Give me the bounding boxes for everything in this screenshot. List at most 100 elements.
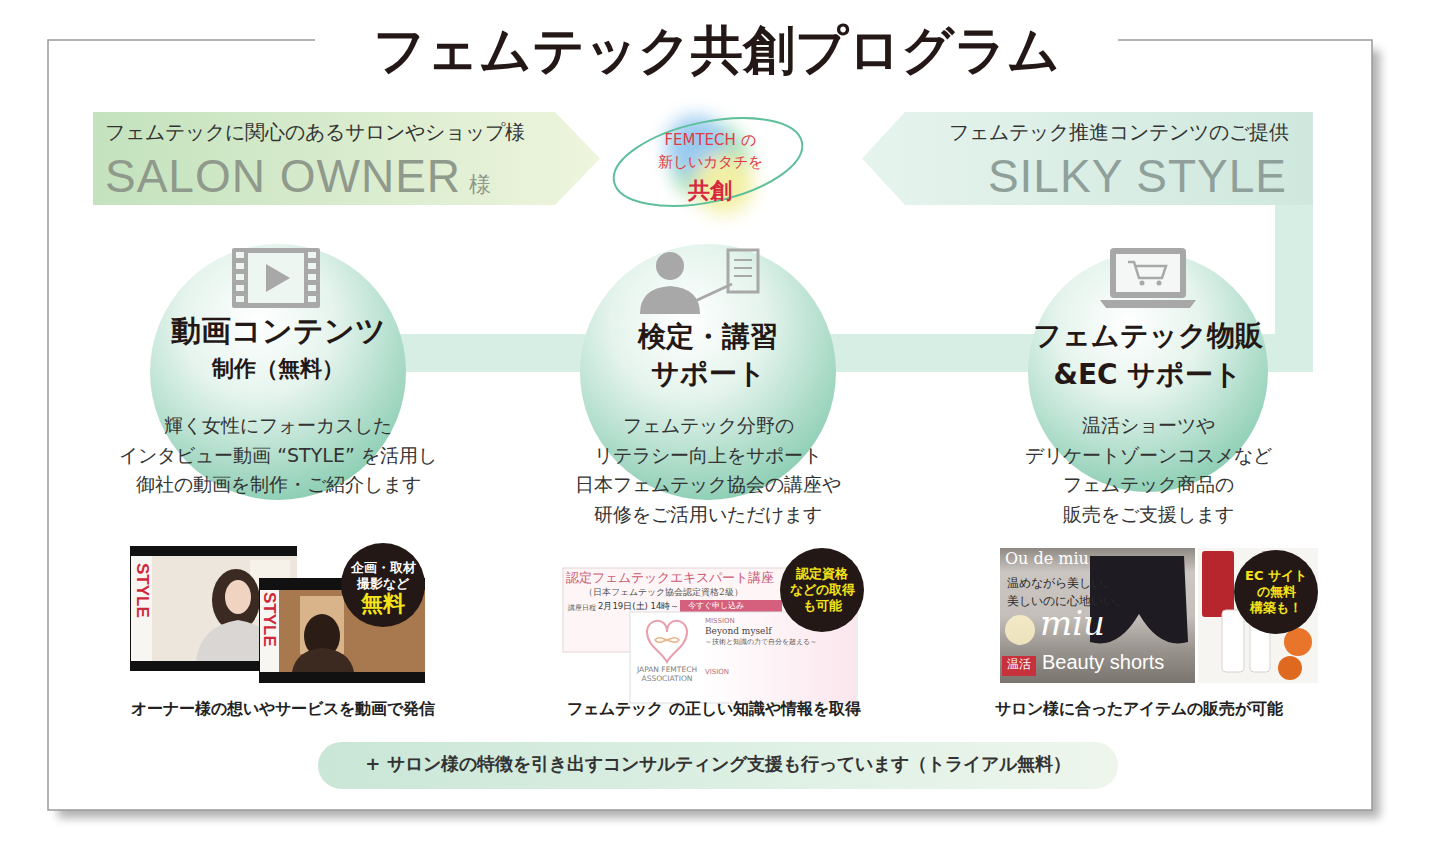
source-band: フェムテックに関心のあるサロンやショップ様SALON OWNER様 bbox=[93, 112, 600, 205]
circle-body: フェムテック分野の リテラシー向上をサポート 日本フェムテック協会の講座や 研修… bbox=[568, 411, 848, 529]
product-photo bbox=[1198, 548, 1318, 683]
band-heading: SILKY STYLE bbox=[882, 150, 1287, 203]
badge-circle-shape bbox=[341, 543, 425, 627]
video-thumbnail bbox=[260, 590, 425, 672]
photo-caption: サロン様に合ったアイテムの販売が可能 bbox=[959, 700, 1319, 718]
photo-tag: 温活 bbox=[1002, 658, 1036, 672]
badge-text: EC サイト の無料 構築も！ bbox=[1240, 568, 1312, 616]
service-circle: 動画コンテンツ制作（無料） 輝く女性にフォーカスした インタビュー動画 “STYL… bbox=[98, 244, 458, 502]
service-icon bbox=[308, 263, 316, 269]
badge-circle-shape bbox=[1234, 550, 1318, 634]
service-icon bbox=[1157, 281, 1162, 286]
badge-circle: 企画・取材 撮影など無料 bbox=[341, 543, 425, 627]
circle-heading: フェムテック物販 &EC サポート bbox=[1018, 316, 1278, 394]
service-icon bbox=[1116, 254, 1180, 292]
course-flyer bbox=[655, 638, 679, 643]
provider-band: フェムテック推進コンテンツのご提供 SILKY STYLE bbox=[862, 112, 1313, 205]
brand-text: miu bbox=[1040, 604, 1105, 643]
photo-text: Beauty shorts bbox=[1042, 651, 1164, 674]
video-thumbnail bbox=[225, 580, 251, 614]
ellipse-text: FEMTECH の 新しいカタチを bbox=[655, 129, 765, 173]
badge-heading: 無料 bbox=[351, 591, 415, 616]
frame-shadow bbox=[58, 50, 1380, 818]
cocreation-ellipse-shape bbox=[606, 103, 810, 221]
service-icon bbox=[1110, 248, 1186, 298]
flyer-title: 認定フェムテックエキスパート講座 bbox=[566, 571, 774, 585]
service-icon bbox=[640, 286, 700, 314]
cocreation-ellipse: FEMTECH の 新しいカタチを共創 bbox=[610, 100, 810, 220]
photo-caption: フェムテック の正しい知識や情報を取得 bbox=[534, 700, 894, 718]
service-icon bbox=[1100, 248, 1196, 308]
badge-circle: EC サイト の無料 構築も！ bbox=[1234, 550, 1318, 634]
brand-text: Ou de miu bbox=[1005, 550, 1089, 568]
service-icon bbox=[236, 263, 244, 269]
video-thumbnail bbox=[131, 556, 297, 661]
ellipse-heading: 共創 bbox=[670, 178, 750, 203]
flow-pipe bbox=[1262, 205, 1294, 353]
flow-pipe bbox=[830, 334, 1034, 372]
service-icon bbox=[266, 264, 290, 292]
flyer-text: （日本フェムテック協会認定資格2級） bbox=[584, 587, 743, 597]
flyer-text: MISSION bbox=[705, 617, 735, 625]
product-photo bbox=[1000, 548, 1195, 683]
service-icon bbox=[308, 252, 316, 258]
service-icon bbox=[308, 285, 316, 291]
flyer-text: Beyond myself bbox=[705, 626, 772, 636]
service-icon bbox=[734, 267, 752, 269]
service-icon bbox=[656, 252, 684, 280]
product-photo bbox=[1284, 628, 1312, 656]
note-pill: + サロン様の特徴を引き出すコンサルティング支援も行っています（トライアル無料） bbox=[318, 742, 1118, 789]
video-thumbnail bbox=[130, 546, 297, 671]
source-band-shape bbox=[93, 112, 600, 205]
band-subtitle: フェムテック推進コンテンツのご提供 bbox=[882, 121, 1289, 144]
badge-text: 認定資格 などの取得 も可能 bbox=[786, 566, 858, 614]
service-icon bbox=[734, 275, 752, 277]
video-thumbnail bbox=[130, 546, 297, 671]
service-icon bbox=[1100, 300, 1196, 308]
course-flyer bbox=[647, 621, 687, 662]
service-icon bbox=[728, 250, 758, 292]
flyer-date: 2月19日(土) 14時～ bbox=[598, 602, 679, 612]
video-thumbnail bbox=[292, 648, 354, 672]
logo-text: STYLE bbox=[134, 563, 151, 618]
service-icon bbox=[236, 296, 244, 302]
service-icon bbox=[232, 248, 320, 308]
service-icon bbox=[236, 252, 244, 258]
product-photo bbox=[1005, 615, 1035, 645]
note-pill-shape bbox=[318, 742, 1118, 789]
frame-border bbox=[48, 40, 1372, 810]
flow-pipe bbox=[400, 334, 586, 372]
service-icon bbox=[734, 259, 752, 261]
circle-body: 輝く女性にフォーカスした インタビュー動画 “STYLE” を活用し 御社の動画… bbox=[98, 411, 458, 500]
band-heading: SALON OWNER bbox=[105, 150, 461, 203]
provider-band-shape bbox=[862, 112, 1313, 205]
product-photo bbox=[1278, 656, 1302, 680]
product-photo bbox=[1202, 551, 1234, 617]
frame-panel bbox=[48, 40, 1372, 810]
service-icon bbox=[640, 250, 758, 314]
video-thumbnail bbox=[131, 556, 152, 661]
badge-circle: 認定資格 などの取得 も可能 bbox=[780, 548, 864, 632]
flyer-text: VISION bbox=[705, 668, 729, 676]
frame-shadow bbox=[58, 50, 1380, 818]
service-circle: フェムテック物販 &EC サポート温活ショーツや デリケートゾーンコスメなど フ… bbox=[968, 244, 1328, 534]
service-circle: 検定・講習 サポートフェムテック分野の リテラシー向上をサポート 日本フェムテッ… bbox=[528, 244, 888, 534]
service-icon bbox=[248, 253, 304, 303]
service-icon bbox=[308, 296, 316, 302]
product-photo bbox=[1198, 548, 1318, 683]
flyer-text: ～技術と知識の力で自分を超える～ bbox=[705, 638, 817, 646]
product-photo bbox=[1000, 548, 1195, 683]
circle-subheading: 制作（無料） bbox=[138, 356, 418, 381]
circle-heading: 動画コンテンツ bbox=[118, 314, 438, 349]
service-icon bbox=[1140, 281, 1145, 286]
video-thumbnail bbox=[260, 590, 279, 672]
logo-text: STYLE bbox=[261, 592, 278, 647]
flyer-text: 講座日程 bbox=[568, 604, 596, 612]
circle-body: 温活ショーツや デリケートゾーンコスメなど フェムテック商品の 販売をご支援しま… bbox=[1008, 411, 1288, 529]
logo-text: JAPAN FEMTECH ASSOCIATION bbox=[634, 666, 700, 684]
product-photo bbox=[1222, 610, 1244, 672]
pill-text: + サロン様の特徴を引き出すコンサルティング支援も行っています（トライアル無料） bbox=[318, 754, 1118, 775]
service-icon bbox=[1128, 262, 1166, 278]
circle-heading: 検定・講習 サポート bbox=[618, 318, 798, 392]
